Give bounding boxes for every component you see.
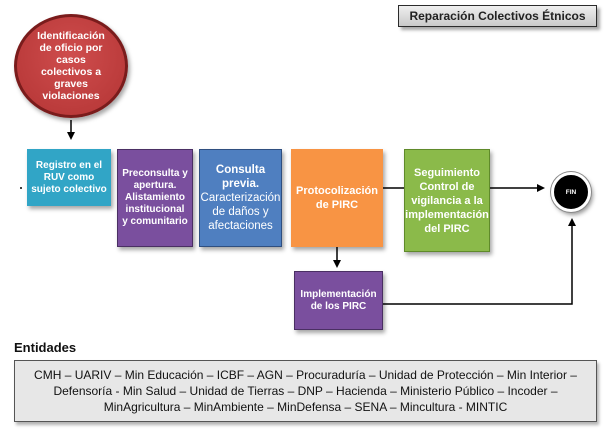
arrow-implementacion-to-fin (383, 218, 576, 305)
entidades-list: CMH – UARIV – Min Educación – ICBF – AGN… (14, 360, 597, 422)
diagram-title: Reparación Colectivos Étnicos (398, 5, 597, 27)
consulta-body: Caracterización de daños y afectaciones (200, 192, 281, 232)
start-node-identificacion: Identificación de oficio por casos colec… (14, 14, 128, 118)
consulta-title: Consulta previa. (215, 164, 266, 190)
end-node-fin: FIN (551, 172, 591, 212)
step-registro-ruv: Registro en el RUV como sujeto colectivo (27, 149, 111, 206)
entidades-label: Entidades (14, 340, 77, 355)
step-implementacion: Implementación de los PIRC (294, 271, 383, 330)
step-consulta-previa: Consulta previa. Caracterización de daño… (199, 149, 282, 247)
step-protocolizacion: Protocolización de PIRC (291, 149, 383, 247)
step-preconsulta: Preconsulta y apertura. Alistamiento ins… (117, 149, 193, 247)
step-seguimiento: Seguimiento Control de vigilancia a la i… (404, 149, 490, 252)
